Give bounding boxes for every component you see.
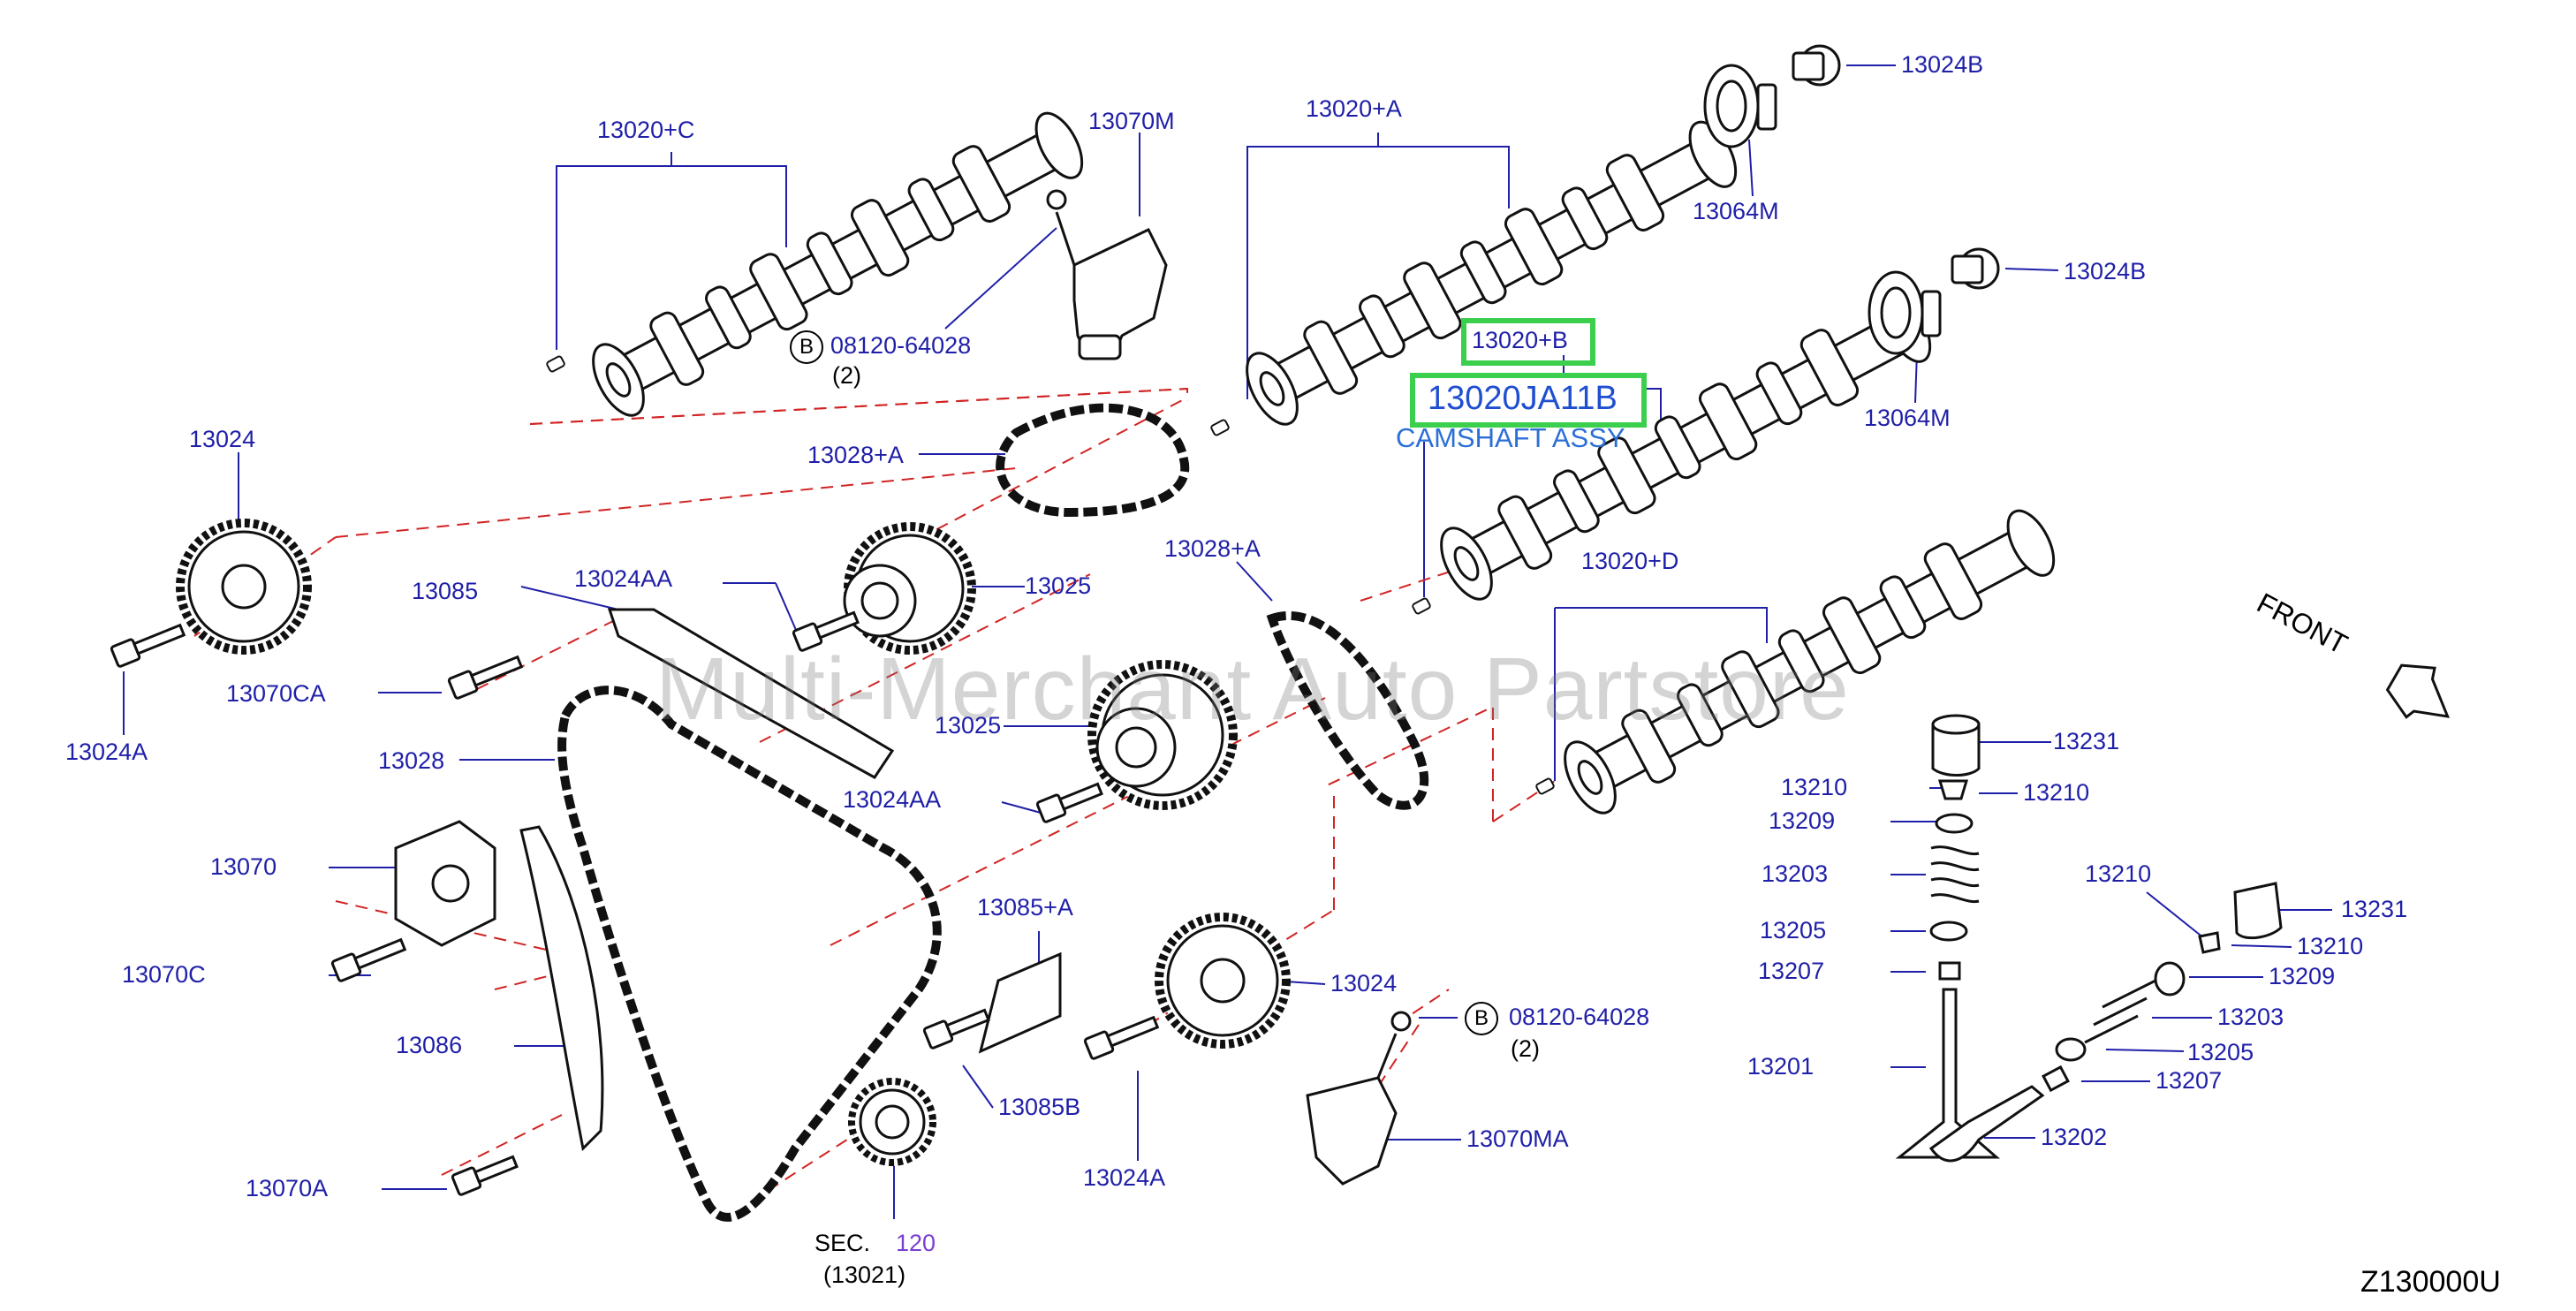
crank-sprocket [848, 1078, 936, 1166]
label-13207-left[interactable]: 13207 [1758, 958, 1825, 984]
camshaft-lower-right [1564, 509, 2056, 815]
label-13024a-left[interactable]: 13024A [65, 739, 148, 765]
bracket-13085a [978, 951, 1062, 1054]
label-13070m[interactable]: 13070M [1088, 108, 1175, 134]
actuator-13070ma [1306, 1011, 1412, 1186]
bolt-marker-2: B [1465, 1002, 1498, 1035]
label-13210-right[interactable]: 13210 [2023, 779, 2090, 806]
label-bolt-qty-2: (2) [1511, 1035, 1540, 1062]
valve-train-left [1895, 714, 2001, 1159]
label-13205-right[interactable]: 13205 [2187, 1039, 2254, 1065]
camshaft-upper-left [592, 111, 1084, 417]
label-13086[interactable]: 13086 [396, 1032, 463, 1058]
label-13070a[interactable]: 13070A [246, 1175, 329, 1201]
label-13064m-second[interactable]: 13064M [1864, 405, 1951, 431]
label-13028-a-right[interactable]: 13028+A [1164, 535, 1261, 562]
chain-guide-13085 [607, 608, 895, 779]
label-13202[interactable]: 13202 [2041, 1124, 2108, 1150]
label-13025-lower[interactable]: 13025 [935, 712, 1002, 739]
bolt-marker-1: B [790, 330, 823, 364]
label-sec: SEC. [814, 1230, 871, 1256]
label-13064m-top[interactable]: 13064M [1693, 198, 1779, 224]
label-13209-left[interactable]: 13209 [1769, 807, 1836, 834]
label-13203-right[interactable]: 13203 [2217, 1004, 2284, 1030]
label-13070ma[interactable]: 13070MA [1466, 1125, 1569, 1152]
label-13207-right[interactable]: 13207 [2156, 1067, 2223, 1094]
label-13210-upper-right[interactable]: 13210 [2085, 860, 2152, 887]
bolts [110, 610, 1160, 1196]
label-bolt-code-1[interactable]: 08120-64028 [830, 332, 972, 359]
label-13024aa-top[interactable]: 13024AA [574, 565, 673, 592]
diagram-code: Z130000U [2360, 1265, 2501, 1299]
label-13210-left[interactable]: 13210 [1781, 774, 1848, 800]
highlight-description: CAMSHAFT ASSY [1396, 422, 1625, 453]
actuator-13070m [1046, 189, 1168, 360]
label-13085-a[interactable]: 13085+A [977, 894, 1073, 921]
sprocket-13024-lower [1155, 913, 1291, 1049]
watermark: Multi-Merchant Auto Partstore [655, 640, 1850, 739]
label-13024b-top[interactable]: 13024B [1901, 51, 1984, 78]
label-13024aa-lower[interactable]: 13024AA [843, 786, 942, 813]
valve-train-right [1928, 882, 2283, 1163]
highlight-part-number[interactable]: 13020JA11B [1428, 380, 1618, 417]
label-13024-lower[interactable]: 13024 [1330, 970, 1398, 997]
camshaft-middle-right [1440, 295, 1932, 601]
label-13231-top[interactable]: 13231 [2053, 728, 2120, 754]
label-13210-lower-right[interactable]: 13210 [2297, 933, 2364, 959]
camshaft-upper-right [1246, 120, 1738, 426]
label-13070[interactable]: 13070 [210, 853, 277, 880]
tensioner-13070 [394, 820, 496, 947]
label-13020-d[interactable]: 13020+D [1581, 548, 1679, 574]
label-13028[interactable]: 13028 [378, 747, 445, 774]
sprocket-13024-left [176, 519, 312, 655]
label-bolt-qty-1: (2) [832, 362, 861, 389]
label-13024a-lower[interactable]: 13024A [1083, 1164, 1166, 1191]
sprocket-13025-upper [843, 522, 976, 655]
highlight-box-13020b [1461, 318, 1595, 366]
timing-chains [557, 403, 1429, 1222]
label-sec-ref: (13021) [823, 1262, 906, 1288]
front-arrow-icon [2385, 663, 2451, 719]
label-13203-left[interactable]: 13203 [1762, 860, 1829, 887]
slack-guide-13086 [519, 825, 604, 1152]
label-13070ca[interactable]: 13070CA [226, 680, 326, 707]
label-13205-left[interactable]: 13205 [1760, 917, 1827, 943]
label-13024b-second[interactable]: 13024B [2064, 258, 2147, 284]
label-bolt-code-2[interactable]: 08120-64028 [1509, 1004, 1650, 1030]
dowel-pins [546, 355, 1555, 795]
highlight-box-part-number [1410, 373, 1647, 428]
label-13025-top[interactable]: 13025 [1025, 572, 1092, 599]
label-13020-a[interactable]: 13020+A [1306, 95, 1402, 122]
label-13070c[interactable]: 13070C [122, 961, 206, 988]
label-13085b[interactable]: 13085B [998, 1094, 1081, 1120]
label-13085[interactable]: 13085 [412, 578, 479, 604]
label-13020-c[interactable]: 13020+C [597, 117, 695, 143]
label-13020-b[interactable]: 13020+B [1472, 327, 1568, 353]
label-13231-right[interactable]: 13231 [2341, 896, 2408, 922]
label-13209-right[interactable]: 13209 [2269, 963, 2336, 989]
label-13028-a-left[interactable]: 13028+A [807, 442, 904, 468]
sprocket-13025-lower [1087, 660, 1238, 810]
label-sec-number[interactable]: 120 [896, 1230, 936, 1256]
cam-rings [1703, 44, 2000, 355]
label-13201[interactable]: 13201 [1747, 1053, 1815, 1080]
label-13024-top[interactable]: 13024 [189, 426, 256, 452]
